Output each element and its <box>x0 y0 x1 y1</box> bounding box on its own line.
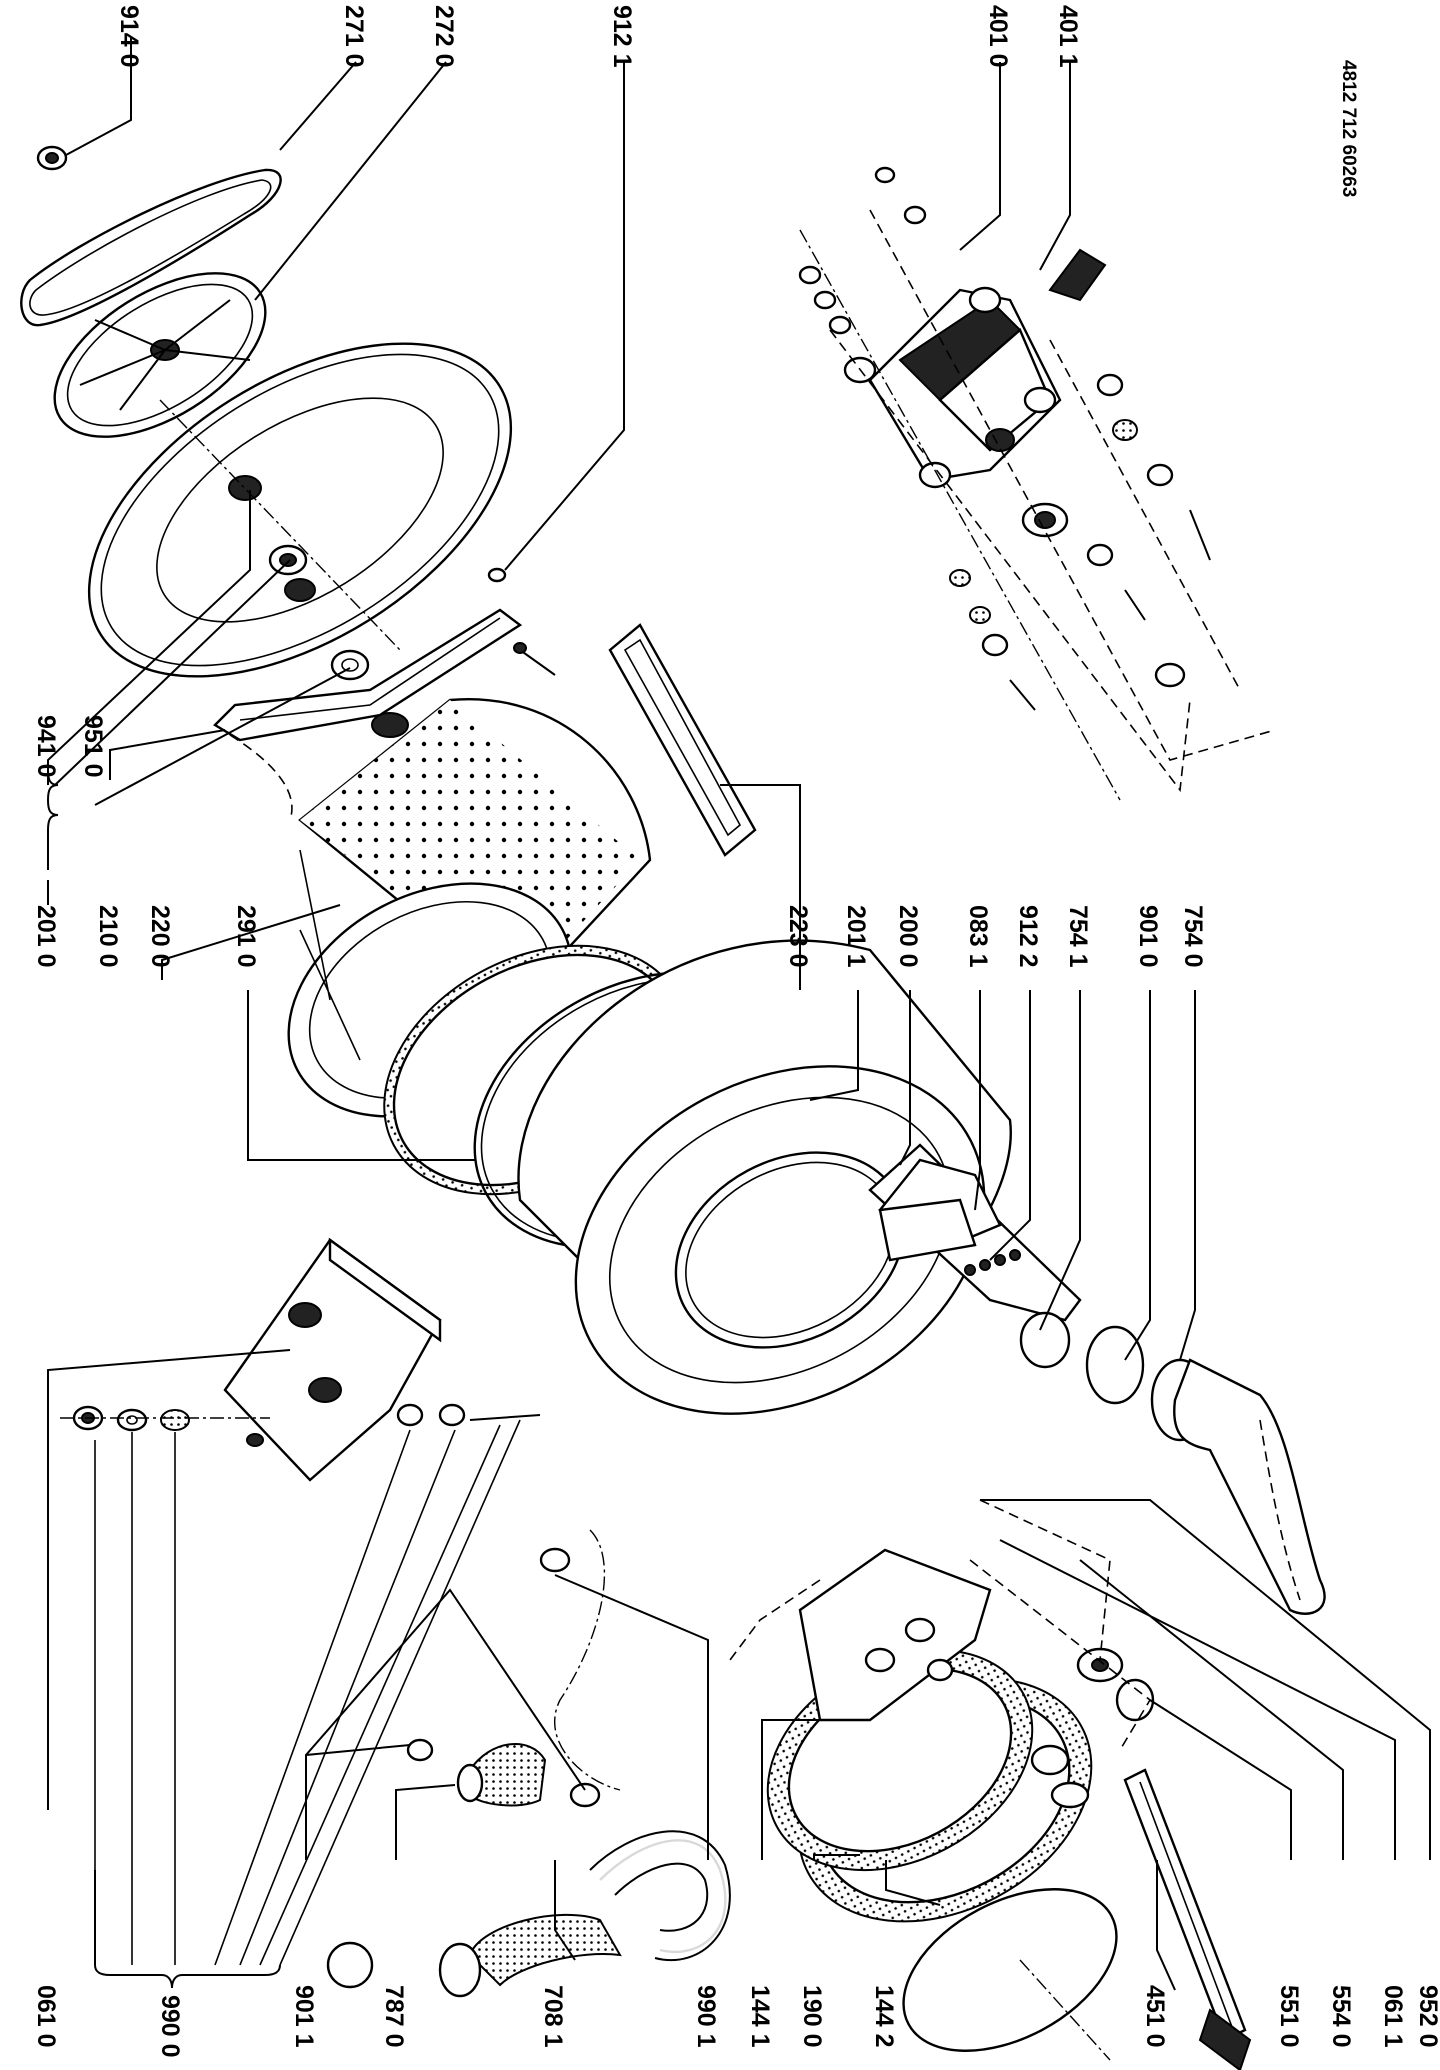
label-912-1: 912 1 <box>608 5 636 68</box>
label-144-1: 144 1 <box>746 1985 774 2048</box>
filter-housing <box>406 1547 601 1808</box>
document-number-text: 4812 712 60263 <box>1338 60 1359 197</box>
label-201-0: 201 0 <box>32 905 60 968</box>
label-554-0: 554 0 <box>1327 1985 1355 2048</box>
pulley-nut <box>36 145 68 171</box>
label-951-0: 951 0 <box>79 715 107 778</box>
label-401-1: 401 1 <box>1054 5 1082 68</box>
label-061-0: 061 0 <box>32 1985 60 2048</box>
label-901-0: 901 0 <box>1134 905 1162 968</box>
seal-cover-disc <box>902 1888 1118 2061</box>
drum-spider <box>213 608 523 821</box>
rear-tub-cover <box>87 342 513 678</box>
bottom-labels: 061 0 990 0 901 1 787 0 708 1 990 1 144 … <box>32 1985 1440 2058</box>
bearing-housing-assembly <box>798 166 1276 801</box>
counterweight <box>223 1237 442 1482</box>
label-061-1: 061 1 <box>1379 1985 1407 2048</box>
label-291-0: 291 0 <box>232 905 260 968</box>
leader-lines <box>47 38 1431 1991</box>
label-912-2: 912 2 <box>1014 905 1042 968</box>
label-451-0: 451 0 <box>1141 1985 1169 2048</box>
brace-labels: 941 0 951 0 <box>32 715 107 778</box>
label-271-0: 271 0 <box>340 5 368 68</box>
label-952-0: 952 0 <box>1414 1985 1440 2048</box>
left-labels: 201 0 210 0 220 0 291 0 223 0 201 1 200 … <box>32 905 1207 968</box>
label-901-1: 901 1 <box>290 1985 318 2048</box>
drum-lifter <box>608 623 757 857</box>
screw <box>487 567 556 676</box>
label-990-0: 990 0 <box>156 1995 184 2058</box>
label-201-1: 201 1 <box>842 905 870 968</box>
tub-bracket <box>878 1198 1021 1276</box>
label-990-1: 990 1 <box>692 1985 720 2048</box>
label-551-0: 551 0 <box>1275 1985 1303 2048</box>
label-754-1: 754 1 <box>1064 905 1092 968</box>
label-190-0: 190 0 <box>798 1985 826 2048</box>
label-083-1: 083 1 <box>964 905 992 968</box>
label-401-0: 401 0 <box>984 5 1012 68</box>
top-labels: 914 0 271 0 272 0 912 1 401 0 401 1 <box>115 5 1082 68</box>
label-210-0: 210 0 <box>94 905 122 968</box>
drain-hose <box>326 1830 731 1998</box>
belt-pulley <box>53 272 267 438</box>
label-754-0: 754 0 <box>1179 905 1207 968</box>
document-number: 4812 712 60263 <box>1338 60 1359 197</box>
label-272-0: 272 0 <box>430 5 458 68</box>
label-941-0: 941 0 <box>32 715 60 778</box>
fastener-stack <box>60 1403 541 1432</box>
label-200-0: 200 0 <box>894 905 922 968</box>
label-223-0: 223 0 <box>784 905 812 968</box>
door-seal <box>766 1648 1093 1923</box>
label-787-0: 787 0 <box>380 1985 408 2048</box>
drive-belt <box>20 168 282 327</box>
heating-element <box>1123 1768 1252 2070</box>
label-144-2: 144 2 <box>870 1985 898 2048</box>
label-220-0: 220 0 <box>146 905 174 968</box>
sensor-fittings <box>1030 1647 1155 1809</box>
label-708-1: 708 1 <box>539 1985 567 2048</box>
outer-tub <box>517 939 1082 1415</box>
label-914-0: 914 0 <box>115 5 143 68</box>
tub-outlet-hose <box>1019 1311 1326 1615</box>
